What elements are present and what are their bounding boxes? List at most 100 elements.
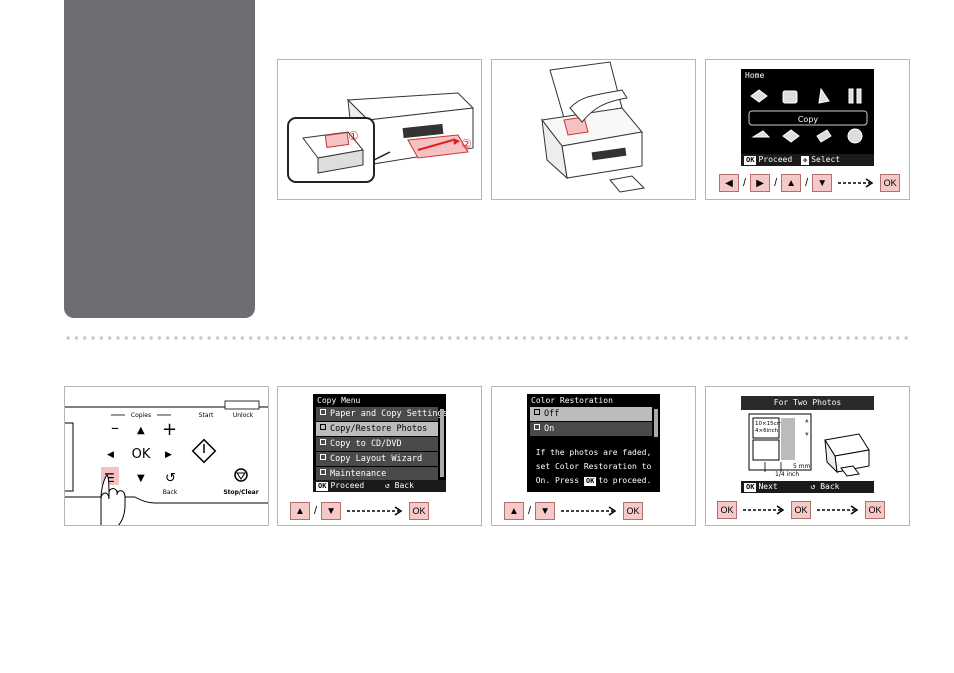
dashed-arrow-icon — [838, 178, 874, 188]
back-icon: ↺ — [810, 482, 816, 491]
right-key[interactable]: ▶ — [750, 174, 771, 192]
control-panel-illustration: Copies Start Unlock – ▲ + ◀ OK ▶ ☰ ▼ ↺ n… — [65, 400, 268, 525]
unlock-label: Unlock — [233, 412, 254, 419]
printer-cassette-illustration: ② ① — [287, 92, 475, 183]
lcd-copy-menu: Copy Menu Paper and Copy Settings Copy/R… — [313, 394, 446, 492]
ok-key[interactable]: OK — [409, 502, 430, 520]
dashed-arrow-icon — [743, 505, 785, 515]
photo-print-icon — [782, 129, 800, 143]
callout-two: ② — [461, 137, 472, 151]
gap-inch-label: 1/4 inch — [775, 471, 799, 478]
ok-key[interactable]: OK — [865, 501, 885, 519]
home-icons: Copy — [748, 87, 868, 144]
down-key[interactable]: ▼ — [321, 502, 342, 520]
dotted-divider — [64, 336, 910, 340]
memory-card-icon — [782, 90, 798, 104]
menu-icon: ☰ — [104, 471, 115, 485]
footer-back-label: Back — [820, 482, 840, 491]
menu-item-selected[interactable]: Copy/Restore Photos — [316, 422, 438, 437]
stop-clear-label: Stop/Clear — [223, 489, 258, 496]
lcd-title: Color Restoration — [531, 396, 613, 405]
down-key[interactable]: ▼ — [812, 174, 833, 192]
nav-keys: ▲ / ▼ OK — [290, 502, 430, 520]
plus-icon: + — [162, 419, 177, 440]
up-key[interactable]: ▲ — [781, 174, 802, 192]
step-7-panel: For Two Photos 10×15cm 4×6inch ▲ ▼ 5 mm … — [705, 386, 910, 526]
section-tab — [64, 0, 255, 318]
selected-label: Copy — [798, 115, 819, 124]
ok-badge: OK — [744, 156, 757, 165]
back-icon: ↺ — [165, 471, 176, 486]
callout-one: ① — [348, 129, 359, 143]
scrollbar[interactable] — [654, 409, 658, 437]
right-triangle-icon: ▶ — [165, 450, 172, 460]
up-key[interactable]: ▲ — [504, 502, 524, 520]
option-off[interactable]: Off — [530, 407, 652, 422]
dashed-arrow-icon — [561, 506, 617, 516]
size-inch-label: 4×6inch — [755, 428, 779, 434]
back-label: Back — [163, 489, 178, 496]
ok-key[interactable]: OK — [880, 174, 901, 192]
step-1-panel: ② ① — [277, 59, 482, 200]
footer-proceed-label: Proceed — [758, 155, 793, 164]
finger-pointer-icon — [100, 474, 126, 525]
nav-keys: ▲ / ▼ OK — [504, 502, 644, 520]
ok-button-label: OK — [132, 447, 151, 462]
photo-placement-diagram: 10×15cm 4×6inch ▲ ▼ 5 mm 1/4 inch — [748, 413, 870, 478]
footer-next-label: Next — [758, 482, 778, 491]
option-on[interactable]: On — [530, 422, 652, 437]
up-triangle-icon: ▲ — [137, 425, 145, 436]
up-key[interactable]: ▲ — [290, 502, 310, 520]
print-icon — [816, 129, 832, 143]
setup-icon — [848, 88, 862, 104]
start-label: Start — [199, 412, 214, 419]
footer-select-label: Select — [811, 155, 841, 164]
step-2-panel — [491, 59, 696, 200]
start-diamond-icon — [191, 438, 217, 464]
cd-icon — [818, 87, 830, 104]
left-triangle-icon: ◀ — [107, 450, 114, 460]
nav-keys: ◀ / ▶ / ▲ / ▼ OK — [719, 174, 901, 192]
minus-icon: – — [111, 418, 119, 437]
menu-item[interactable]: Copy Layout Wizard — [316, 452, 438, 467]
back-icon: ↺ — [384, 481, 390, 490]
scrollbar[interactable] — [440, 409, 444, 477]
lcd-title: Copy Menu — [317, 396, 361, 405]
left-key[interactable]: ◀ — [719, 174, 739, 192]
lcd-title: Home — [745, 71, 765, 80]
ok-key[interactable]: OK — [717, 501, 737, 519]
select-arrows-icon: ✥ — [800, 156, 810, 165]
up-triangle-icon: ▲ — [805, 417, 809, 424]
ok-key[interactable]: OK — [623, 502, 644, 520]
scanner-photo-illustration — [541, 61, 646, 193]
help-icon — [847, 128, 863, 144]
gap-mm-label: 5 mm — [793, 463, 811, 470]
down-triangle-icon: ▼ — [805, 431, 809, 438]
menu-item[interactable]: Copy to CD/DVD — [316, 437, 438, 452]
copy-icon — [750, 89, 768, 103]
lcd-two-photos: For Two Photos 10×15cm 4×6inch ▲ ▼ 5 mm … — [741, 396, 874, 493]
restoration-message: If the photos are faded, set Color Resto… — [535, 448, 652, 486]
ok-badge: OK — [744, 483, 757, 492]
copies-label: Copies — [131, 412, 151, 419]
ok-key[interactable]: OK — [791, 501, 811, 519]
stop-icon — [234, 468, 248, 482]
scan-icon — [751, 130, 771, 138]
size-cm-label: 10×15cm — [755, 421, 782, 427]
down-key[interactable]: ▼ — [535, 502, 556, 520]
step-5-panel: Copy Menu Paper and Copy Settings Copy/R… — [277, 386, 482, 526]
dashed-arrow-icon — [347, 506, 403, 516]
lcd-title: For Two Photos — [741, 396, 874, 410]
ok-badge: OK — [316, 482, 329, 491]
step-4-panel: Copies Start Unlock – ▲ + ◀ OK ▶ ☰ ▼ ↺ n… — [64, 386, 269, 526]
lcd-color-restoration: Color Restoration Off On If the photos a… — [527, 394, 660, 492]
down-triangle-icon: ▼ — [137, 473, 145, 484]
nav-keys: OK OK OK — [717, 501, 885, 519]
dashed-arrow-icon — [817, 505, 859, 515]
menu-item[interactable]: Paper and Copy Settings — [316, 407, 446, 422]
footer-back-label: Back — [394, 481, 414, 490]
